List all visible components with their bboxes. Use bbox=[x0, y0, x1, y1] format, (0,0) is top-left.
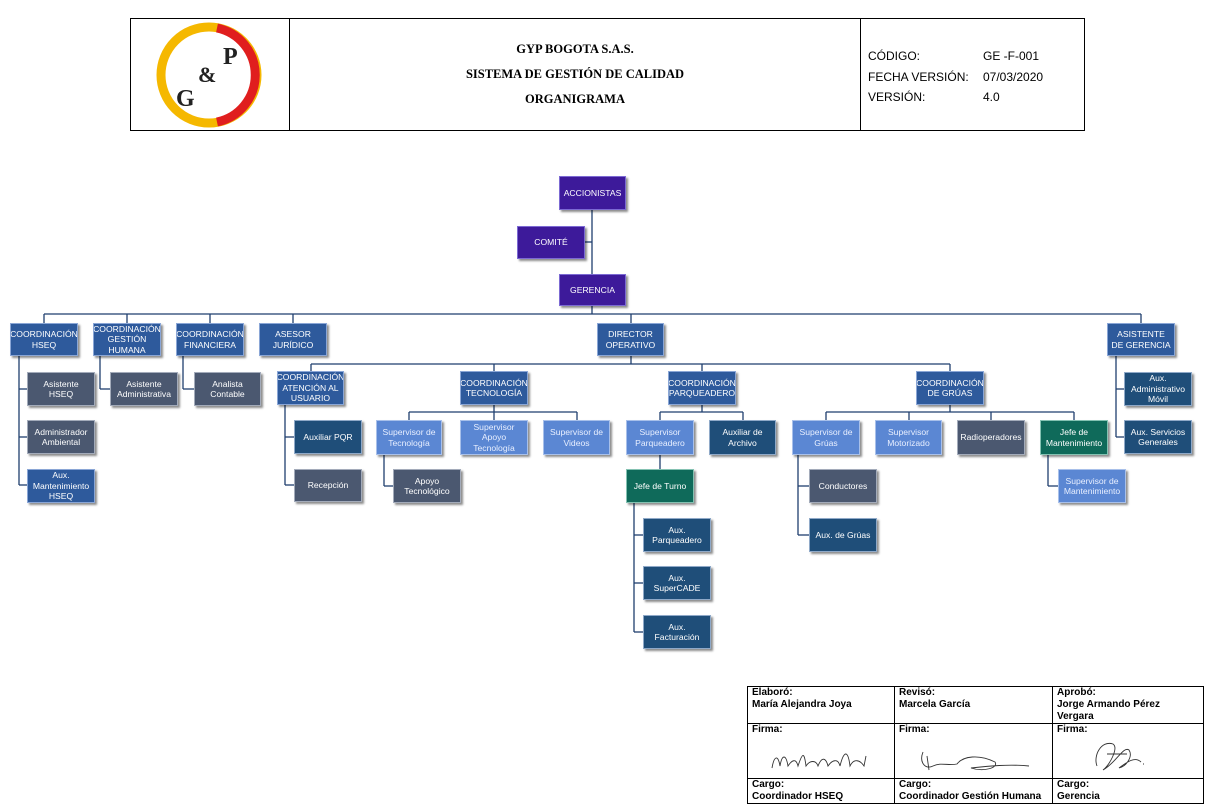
node-aux-facturacion: Aux. Facturación bbox=[643, 615, 711, 649]
approvals-table: Elaboró: María Alejandra Joya Revisó: Ma… bbox=[747, 686, 1204, 804]
date-value: 07/03/2020 bbox=[983, 69, 1044, 84]
node-director-operativo: DIRECTOR OPERATIVO bbox=[597, 323, 664, 356]
node-aux-parqueadero: Aux. Parqueadero bbox=[643, 518, 711, 552]
node-administrador-ambiental: Administrador Ambiental bbox=[27, 420, 95, 454]
node-aux-supercade: Aux. SuperCADE bbox=[643, 566, 711, 600]
date-row: FECHA VERSIÓN: 07/03/2020 bbox=[868, 70, 1084, 91]
document-metadata: CÓDIGO: GE -F-001 FECHA VERSIÓN: 07/03/2… bbox=[861, 19, 1084, 130]
version-value: 4.0 bbox=[983, 90, 1000, 104]
system-name: SISTEMA DE GESTIÓN DE CALIDAD bbox=[465, 67, 685, 81]
svg-text:P: P bbox=[223, 44, 238, 70]
document-title-block: GYP BOGOTA S.A.S. SISTEMA DE GESTIÓN DE … bbox=[290, 19, 861, 130]
node-analista-contable: Analista Contable bbox=[194, 372, 261, 406]
reviso-cell: Revisó: Marcela García bbox=[894, 686, 1053, 724]
elaboro-label: Elaboró: bbox=[752, 687, 793, 698]
node-coord-parqueadero: COORDINACIÓN PARQUEADERO bbox=[668, 371, 736, 405]
aprobo-label: Aprobó: bbox=[1057, 687, 1096, 698]
node-supervisor-motorizado: Supervisor Motorizado bbox=[875, 420, 942, 455]
cargo-value-1: Coordinador HSEQ bbox=[752, 791, 844, 802]
node-supervisor-tecnologia: Supervisor de Tecnología bbox=[376, 420, 442, 455]
svg-text:&: & bbox=[198, 62, 216, 87]
reviso-label: Revisó: bbox=[899, 687, 936, 698]
version-label: VERSIÓN: bbox=[868, 90, 926, 104]
elaboro-cell: Elaboró: María Alejandra Joya bbox=[747, 686, 895, 724]
cargo-cell-2: Cargo: Coordinador Gestión Humana bbox=[894, 778, 1053, 804]
node-supervisor-videos: Supervisor de Videos bbox=[543, 420, 610, 455]
cargo-label-2: Cargo: bbox=[899, 779, 932, 790]
firma-label-2: Firma: bbox=[899, 724, 930, 735]
node-coord-hseq: COORDINACIÓN HSEQ bbox=[10, 323, 78, 356]
cargo-cell-1: Cargo: Coordinador HSEQ bbox=[747, 778, 895, 804]
node-auxiliar-pqr: Auxiliar PQR bbox=[294, 420, 362, 454]
version-row: VERSIÓN: 4.0 bbox=[868, 90, 1084, 111]
aprobo-cell: Aprobó: Jorge Armando Pérez Vergara bbox=[1052, 686, 1204, 724]
node-supervisor-parqueadero: Supervisor Parqueadero bbox=[626, 420, 694, 455]
reviso-name: Marcela García bbox=[899, 699, 971, 710]
cargo-value-2: Coordinador Gestión Humana bbox=[899, 791, 1042, 802]
node-coord-financiera: COORDINACIÓN FINANCIERA bbox=[176, 323, 244, 356]
node-jefe-turno: Jefe de Turno bbox=[626, 469, 694, 503]
approvals-signature-row: Firma: Firma: Firma: bbox=[747, 723, 1204, 779]
node-supervisor-gruas: Supervisor de Grúas bbox=[792, 420, 860, 455]
company-logo: G & P bbox=[131, 19, 290, 130]
node-gerencia: GERENCIA bbox=[559, 274, 626, 306]
document-header: G & P GYP BOGOTA S.A.S. SISTEMA DE GESTI… bbox=[130, 18, 1085, 131]
node-coord-gestion-humana: COORDINACIÓN GESTIÓN HUMANA bbox=[93, 323, 161, 356]
signature-3-icon bbox=[1095, 742, 1144, 771]
company-name: GYP BOGOTA S.A.S. bbox=[516, 42, 634, 56]
signature-1-icon bbox=[771, 753, 867, 769]
cargo-cell-3: Cargo: Gerencia bbox=[1052, 778, 1204, 804]
firma-cell-3: Firma: bbox=[1052, 723, 1204, 779]
svg-text:G: G bbox=[176, 86, 195, 112]
firma-label-1: Firma: bbox=[752, 724, 783, 735]
approvals-names-row: Elaboró: María Alejandra Joya Revisó: Ma… bbox=[747, 686, 1204, 724]
node-auxiliar-archivo: Auxiliar de Archivo bbox=[709, 420, 776, 455]
node-conductores: Conductores bbox=[809, 469, 877, 503]
code-label: CÓDIGO: bbox=[868, 49, 921, 63]
node-supervisor-mantenimiento: Supervisor de Mantenimiento bbox=[1058, 469, 1126, 503]
node-asesor-juridico: ASESOR JURÍDICO bbox=[259, 323, 327, 356]
cargo-value-3: Gerencia bbox=[1057, 791, 1100, 802]
approvals-cargo-row: Cargo: Coordinador HSEQ Cargo: Coordinad… bbox=[747, 778, 1204, 804]
node-coord-gruas: COORDINACIÓN DE GRÚAS bbox=[916, 371, 984, 405]
node-supervisor-apoyo-tecnologia: Supervisor Apoyo Tecnología bbox=[460, 420, 528, 455]
node-asistente-hseq: Asistente HSEQ bbox=[27, 372, 95, 406]
node-recepcion: Recepción bbox=[294, 469, 362, 502]
node-asistente-administrativa: Asistente Administrativa bbox=[110, 372, 178, 406]
cargo-label-1: Cargo: bbox=[752, 779, 785, 790]
node-aux-servicios-generales: Aux. Servicios Generales bbox=[1124, 420, 1192, 454]
node-accionistas: ACCIONISTAS bbox=[559, 176, 626, 210]
elaboro-name: María Alejandra Joya bbox=[752, 699, 852, 710]
node-coord-tecnologia: COORDINACIÓN TECNOLOGÍA bbox=[460, 371, 528, 405]
cargo-label-3: Cargo: bbox=[1057, 779, 1090, 790]
code-row: CÓDIGO: GE -F-001 bbox=[868, 49, 1084, 70]
node-jefe-mantenimiento: Jefe de Mantenimiento bbox=[1040, 420, 1108, 455]
document-name: ORGANIGRAMA bbox=[525, 92, 625, 106]
logo-icon: G & P bbox=[156, 22, 262, 128]
aprobo-name: Jorge Armando Pérez Vergara bbox=[1057, 699, 1160, 722]
code-value: GE -F-001 bbox=[983, 49, 1040, 63]
node-aux-administrativo-movil: Aux. Administrativo Móvil bbox=[1124, 372, 1192, 406]
date-label: FECHA VERSIÓN: bbox=[868, 69, 969, 84]
node-aux-mantenimiento-hseq: Aux. Mantenimiento HSEQ bbox=[27, 469, 95, 503]
node-apoyo-tecnologico: Apoyo Tecnológico bbox=[393, 469, 461, 503]
firma-cell-1: Firma: bbox=[747, 723, 895, 779]
node-aux-gruas: Aux. de Grúas bbox=[809, 518, 877, 552]
node-coord-atencion-usuario: COORDINACIÓN ATENCIÓN AL USUARIO bbox=[277, 371, 344, 405]
signature-2-icon bbox=[921, 751, 1030, 771]
node-asistente-gerencia: ASISTENTE DE GERENCIA bbox=[1107, 323, 1175, 356]
node-comite: COMITÉ bbox=[517, 226, 585, 259]
firma-label-3: Firma: bbox=[1057, 724, 1088, 735]
firma-cell-2: Firma: bbox=[894, 723, 1053, 779]
node-radioperadores: Radioperadores bbox=[957, 420, 1025, 455]
